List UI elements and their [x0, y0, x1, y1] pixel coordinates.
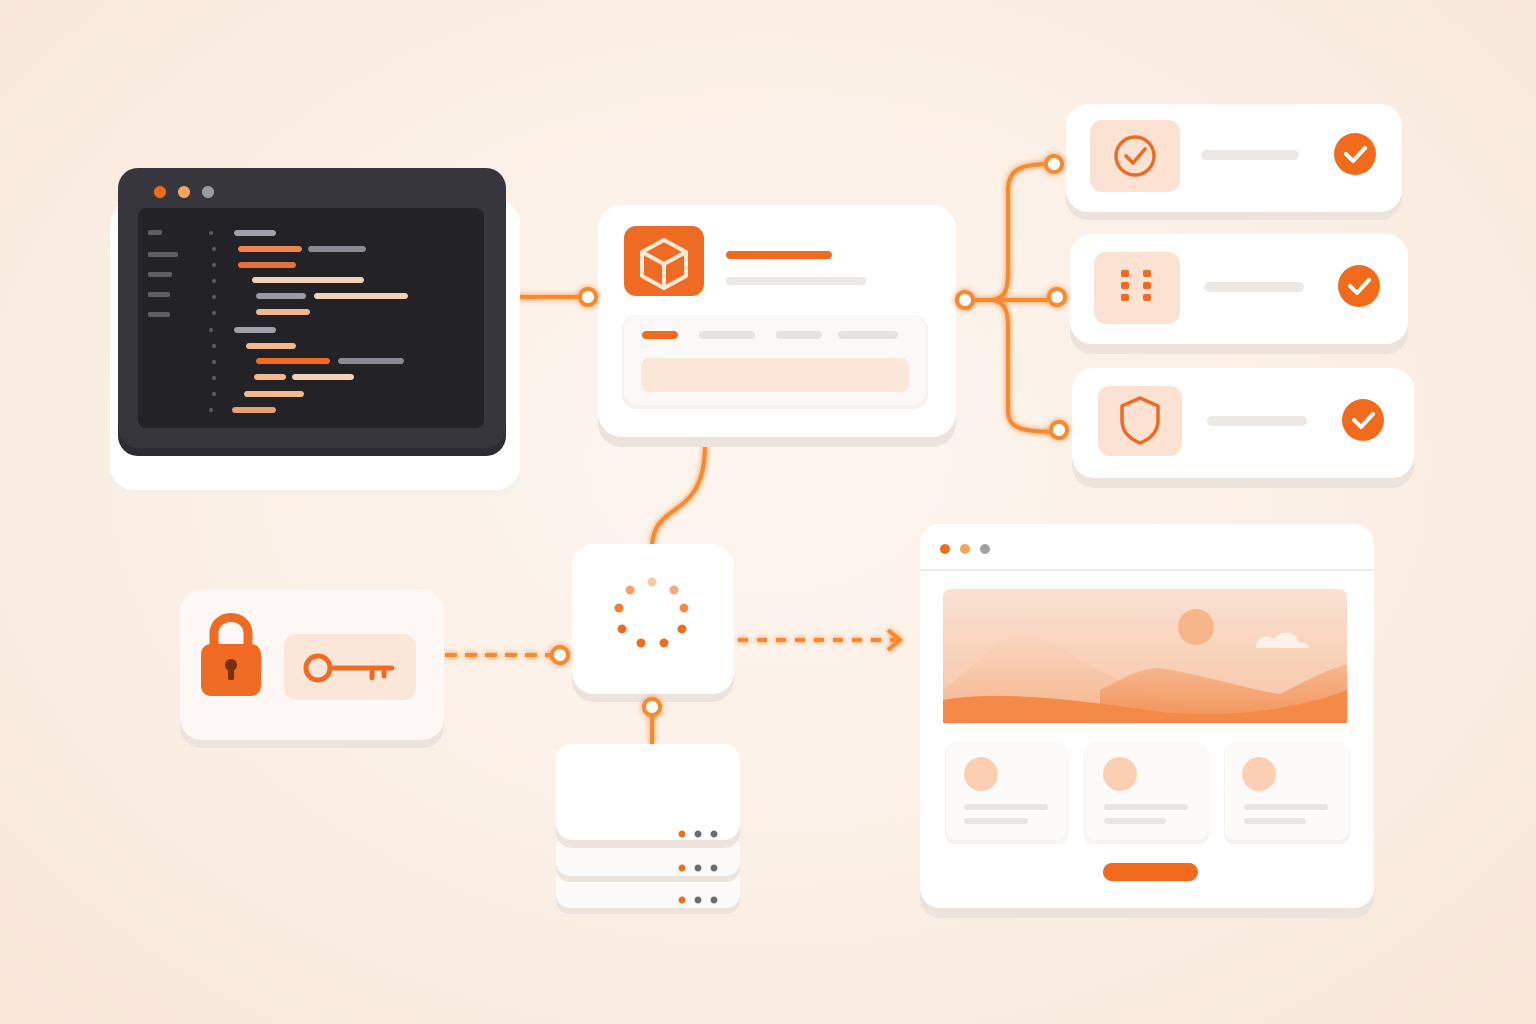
package-input-field[interactable]: [641, 358, 909, 392]
key-icon: [303, 653, 395, 683]
shield-tile: [1098, 386, 1182, 456]
tab-3[interactable]: [776, 331, 822, 339]
tab-4[interactable]: [838, 331, 898, 339]
check-circle-icon: [1114, 135, 1156, 177]
mountains-icon: [943, 626, 1230, 716]
code-panel: [138, 208, 484, 428]
window-maximize-dot[interactable]: [980, 544, 990, 554]
node-dot: [550, 645, 570, 665]
processing-hub[interactable]: [572, 544, 734, 702]
connector-package-to-hub: [650, 444, 707, 546]
check-label-bar: [1207, 416, 1307, 426]
check-badge-icon: [1334, 133, 1376, 175]
node-dot: [1047, 287, 1067, 307]
node-dot: [1044, 154, 1064, 174]
window-maximize-dot[interactable]: [202, 186, 214, 198]
indent-guides: [209, 231, 216, 412]
grid-tile: [1094, 252, 1180, 324]
feature-card-2[interactable]: [1084, 742, 1209, 844]
loading-spinner-icon: [614, 577, 689, 648]
cloud-icon: [1256, 632, 1309, 648]
auth-card[interactable]: [180, 590, 444, 748]
check-label-bar: [1204, 282, 1304, 292]
tab-2[interactable]: [699, 331, 755, 339]
check-badge-icon: [1338, 265, 1380, 307]
arrow-head: [886, 628, 904, 652]
package-title-bar: [726, 251, 832, 259]
grid-dots-icon: [1121, 270, 1151, 301]
feature-card-3[interactable]: [1224, 742, 1350, 844]
check-badge-icon: [1342, 399, 1384, 441]
server-unit-1: [556, 744, 740, 848]
window-minimize-dot[interactable]: [960, 544, 970, 554]
line-gutter: [148, 230, 178, 317]
check-card-1[interactable]: [1066, 104, 1402, 220]
window-close-dot[interactable]: [940, 544, 950, 554]
tab-active[interactable]: [642, 331, 678, 339]
code-editor-node[interactable]: [110, 168, 520, 496]
web-preview-window[interactable]: [920, 524, 1374, 918]
shield-icon: [1120, 396, 1160, 445]
node-dot: [642, 697, 662, 717]
connector-branch-bottom: [989, 298, 1059, 434]
node-dot: [578, 287, 598, 307]
check-card-3[interactable]: [1072, 368, 1414, 488]
window-minimize-dot[interactable]: [178, 186, 190, 198]
cta-button[interactable]: [1103, 863, 1198, 881]
cube-icon: [640, 238, 688, 290]
sun-icon: [1178, 609, 1214, 645]
package-card[interactable]: [598, 205, 956, 447]
node-dot: [1049, 420, 1069, 440]
hero-image: [943, 589, 1347, 723]
check-tile: [1090, 120, 1180, 192]
node-dot: [955, 290, 975, 310]
server-stack[interactable]: [556, 744, 740, 914]
window-close-dot[interactable]: [154, 186, 166, 198]
package-subtitle-bar: [726, 277, 866, 285]
check-label-bar: [1201, 150, 1299, 160]
feature-card-1[interactable]: [945, 742, 1068, 844]
code-lines: [232, 230, 408, 413]
check-card-2[interactable]: [1070, 234, 1408, 354]
connector-nodes: [550, 154, 1069, 717]
padlock-icon: [201, 613, 261, 696]
connector-package-to-checks: [964, 162, 1051, 302]
